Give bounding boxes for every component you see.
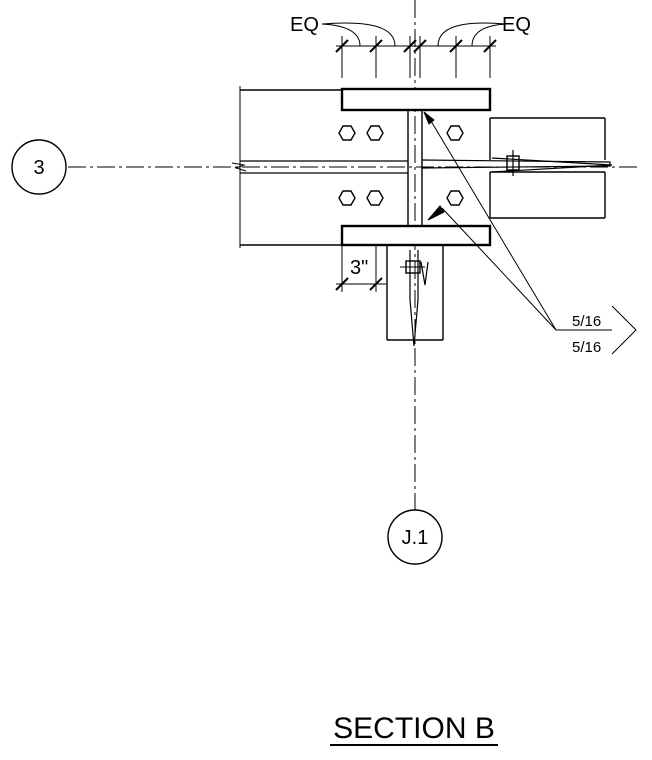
bolt-icon [366,125,384,141]
top-flange-plate [340,87,492,112]
dim-3in: 3" [350,257,368,279]
section-title: SECTION B [333,712,495,745]
grid-bubble-j1: J.1 [387,509,443,565]
bolt-icon [338,190,356,206]
weld-callout [423,111,637,355]
weld-size-top: 5/16 [572,313,601,330]
weld-size-bottom: 5/16 [572,339,601,356]
grid-lines [68,0,640,510]
bolt-icon [366,190,384,206]
dim-eq-right: EQ [502,14,531,36]
dimension-eq [321,22,507,78]
dim-eq-left: EQ [290,14,319,36]
grid-bubble-3: 3 [11,139,67,195]
column-below [386,244,444,347]
grid-bubble-j1-label: J.1 [402,527,429,549]
bolt-icon [446,125,464,141]
shear-tab [421,150,613,176]
left-beam [231,86,408,248]
bolts [338,125,464,206]
grid-bubble-3-label: 3 [33,157,44,179]
bolt-icon [446,190,464,206]
dimension-3in [335,245,386,292]
right-beam [489,117,606,219]
bolt-icon [338,125,356,141]
